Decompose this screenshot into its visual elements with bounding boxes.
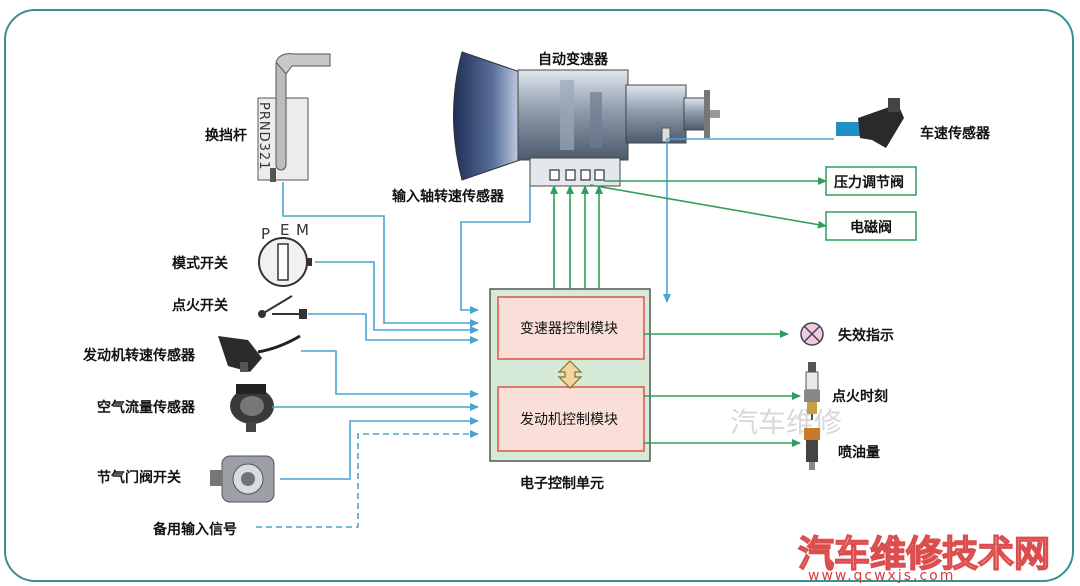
engine-speed-sensor-image [218, 334, 301, 372]
mode-switch-label: 模式开关 [172, 255, 228, 272]
fault-indicator-icon [800, 322, 824, 346]
engine-speed-sensor-label: 发动机转速传感器 [82, 347, 196, 364]
pressure-valve-box [825, 166, 917, 196]
ignition-timing-label: 点火时刻 [832, 388, 888, 405]
solenoid-valve-label: 电磁阀 [850, 219, 892, 236]
shift-lever-image [257, 53, 331, 182]
air-flow-sensor-label: 空气流量传感器 [97, 399, 196, 416]
brand-url: www.qcwxjs.com [808, 568, 955, 584]
injector-icon [804, 428, 820, 470]
ecm-box [497, 386, 645, 452]
injection-label: 喷油量 [838, 444, 880, 461]
tcm-box [497, 296, 645, 360]
ignition-switch-label: 点火开关 [172, 297, 228, 314]
lever-positions: PRND321 [256, 102, 271, 170]
air-flow-sensor-image [230, 384, 274, 432]
watermark-faint: 汽车维修 [730, 406, 842, 439]
output-lines [550, 177, 827, 447]
outer-frame [4, 9, 1074, 582]
mode-switch-icon [258, 237, 312, 287]
ecm-label: 发动机控制模块 [520, 412, 618, 428]
vehicle-speed-sensor-label: 车速传感器 [920, 125, 991, 142]
bidirectional-arrow-icon [557, 360, 583, 389]
transmission-label: 自动变速器 [538, 51, 609, 68]
input-shaft-sensor-label: 输入轴转速传感器 [392, 188, 505, 205]
input-lines [256, 138, 834, 528]
mode-letter-p: P [261, 225, 270, 243]
pressure-valve-label: 压力调节阀 [834, 174, 904, 191]
throttle-switch-label: 节气门阀开关 [97, 469, 181, 486]
shift-lever-label: 换挡杆 [205, 127, 247, 144]
spark-plug-icon [804, 362, 820, 420]
tcm-label: 变速器控制模块 [520, 321, 618, 337]
throttle-switch-image [210, 455, 275, 503]
ignition-switch-icon [258, 295, 307, 319]
vehicle-speed-sensor-image [836, 98, 904, 148]
solenoid-valve-box [825, 211, 917, 241]
solenoid-connectors [549, 169, 605, 181]
ecu-label: 电子控制单元 [520, 475, 604, 492]
transmission-image [453, 51, 720, 187]
mode-letter-m: M [296, 221, 309, 239]
brand-watermark: 汽车维修技术网 [798, 534, 1050, 575]
backup-input-label: 备用输入信号 [152, 521, 237, 538]
fault-indicator-label: 失效指示 [838, 327, 894, 344]
mode-letter-e: E [280, 221, 289, 239]
